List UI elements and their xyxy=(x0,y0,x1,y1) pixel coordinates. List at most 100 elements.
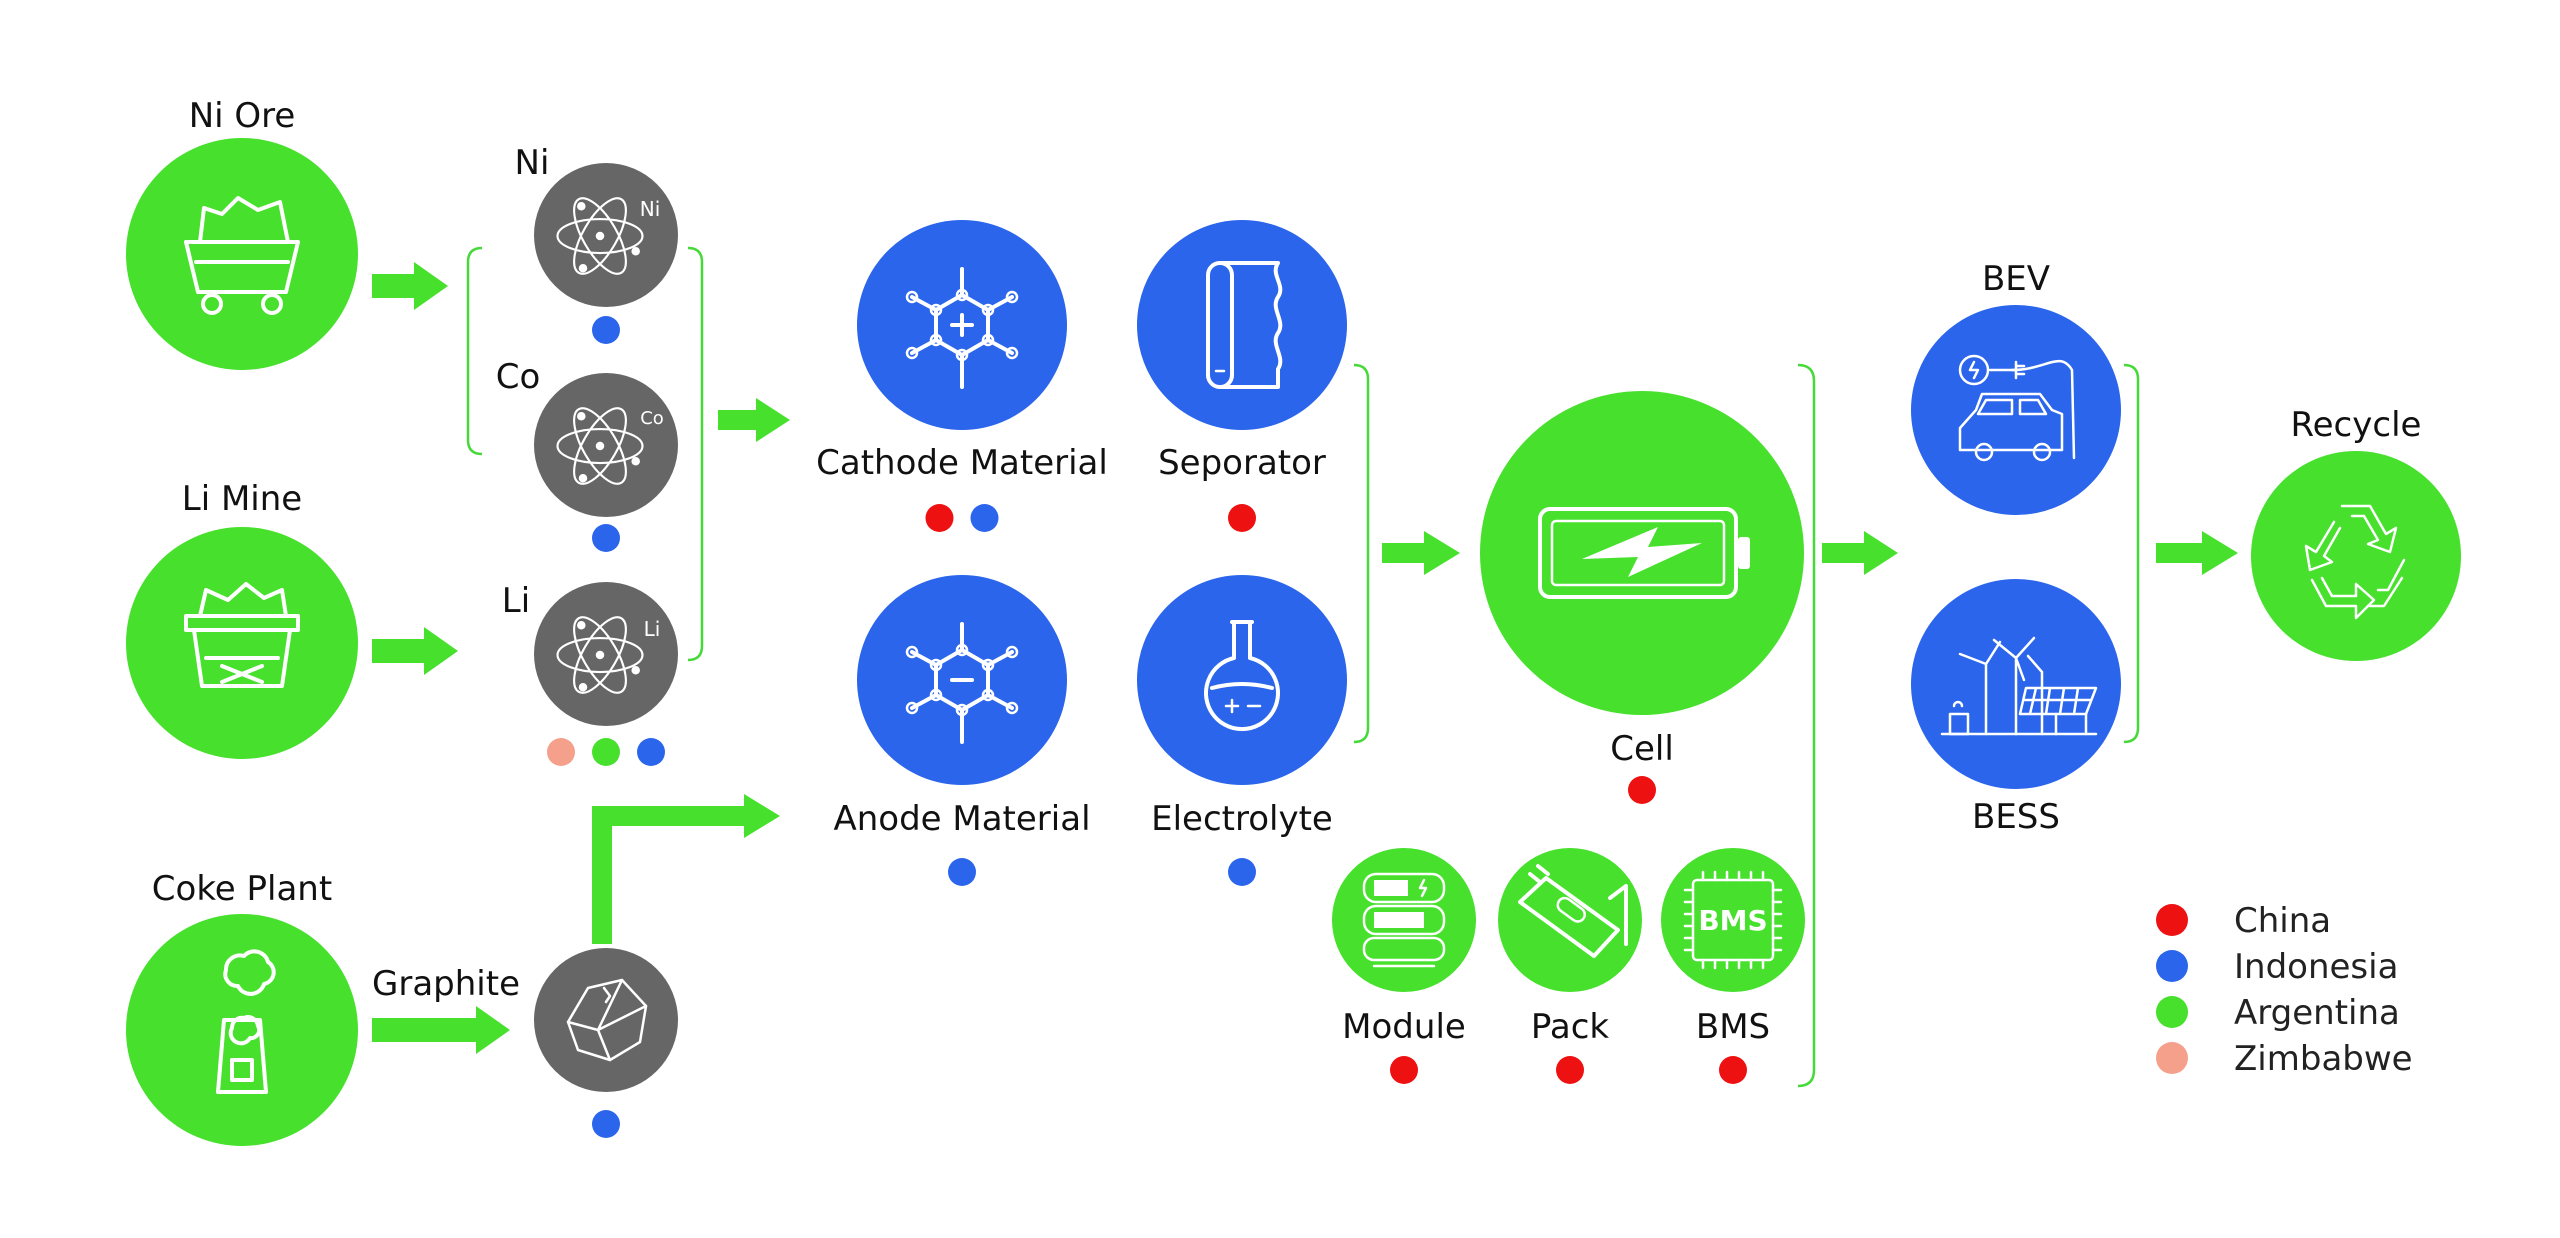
country-dots-layer xyxy=(547,316,1747,1138)
node-cathode: Cathode Material xyxy=(816,220,1108,483)
bracket-ni-co-left xyxy=(466,246,483,456)
li-indonesia-dot xyxy=(637,738,665,766)
li-mine-circle xyxy=(126,527,358,759)
node-bev: BEV xyxy=(1911,259,2121,515)
bev-label: BEV xyxy=(1982,259,2050,299)
bess-label: BESS xyxy=(1972,797,2060,837)
module-icon xyxy=(1362,872,1446,968)
node-ni: Ni Ni xyxy=(515,143,678,307)
ni-circle xyxy=(534,163,678,307)
battery-pack-icon xyxy=(1518,864,1628,958)
mine-cart-icon xyxy=(184,582,300,688)
cathode-indonesia-dot xyxy=(970,504,999,532)
arrow-cell-to-products xyxy=(1822,531,1898,575)
graphite-circle xyxy=(534,948,678,1092)
node-electrolyte: Electrolyte xyxy=(1137,575,1347,839)
cathode-label: Cathode Material xyxy=(816,443,1108,483)
recycle-icon xyxy=(2304,504,2406,620)
co-label: Co xyxy=(496,357,541,397)
node-ni-ore: Ni Ore xyxy=(126,96,358,370)
bracket-materials-right xyxy=(1353,363,1370,744)
graphite-label: Graphite xyxy=(372,964,520,1004)
wind-solar-icon xyxy=(1940,636,2098,736)
legend-indonesia-label: Indonesia xyxy=(2234,947,2398,987)
node-graphite: Graphite xyxy=(372,948,678,1092)
pack-label: Pack xyxy=(1531,1007,1610,1047)
node-recycle: Recycle xyxy=(2251,405,2461,661)
arrows xyxy=(372,262,2238,1054)
bms-circle xyxy=(1661,848,1805,992)
separator-china-dot xyxy=(1228,504,1256,532)
electrolyte-indonesia-dot xyxy=(1228,858,1256,886)
legend-zimbabwe-label: Zimbabwe xyxy=(2234,1039,2413,1079)
flask-icon xyxy=(1204,620,1280,732)
node-li-mine: Li Mine xyxy=(126,479,358,759)
node-co: Co Co xyxy=(496,357,678,517)
battery-icon xyxy=(1538,507,1750,599)
separator-label: Seporator xyxy=(1158,443,1326,483)
co-symbol: Co xyxy=(640,408,664,429)
ni-indonesia-dot xyxy=(592,316,620,344)
anode-indonesia-dot xyxy=(948,858,976,886)
node-bms: BMS BMS xyxy=(1661,848,1805,1047)
legend-argentina-label: Argentina xyxy=(2234,993,2400,1033)
anode-label: Anode Material xyxy=(833,799,1090,839)
ni-symbol: Ni xyxy=(640,197,661,221)
separator-circle xyxy=(1137,220,1347,430)
coke-plant-circle xyxy=(126,914,358,1146)
bracket-products-right xyxy=(2123,363,2140,744)
li-mine-label: Li Mine xyxy=(182,479,302,519)
coke-plant-label: Coke Plant xyxy=(152,869,332,909)
node-pack: Pack xyxy=(1498,848,1642,1047)
arrow-graphite-to-anode xyxy=(592,794,780,944)
li-circle xyxy=(534,582,678,726)
bracket-metals-right xyxy=(687,246,704,662)
node-module: Module xyxy=(1332,848,1476,1047)
cell-china-dot xyxy=(1628,776,1656,804)
bms-chip-text: BMS xyxy=(1698,904,1767,937)
recycle-label: Recycle xyxy=(2291,405,2422,445)
node-li: Li Li xyxy=(502,581,678,726)
legend-zimbabwe-swatch xyxy=(2156,1042,2188,1074)
rock-icon xyxy=(566,978,648,1062)
factory-chimney-icon xyxy=(216,949,276,1094)
li-argentina-dot xyxy=(592,738,620,766)
molecule-minus-icon xyxy=(905,622,1019,744)
li-label: Li xyxy=(502,581,530,621)
graphite-indonesia-dot xyxy=(592,1110,620,1138)
arrow-niore-to-ni xyxy=(372,262,448,310)
module-china-dot xyxy=(1390,1056,1418,1084)
legend-argentina-swatch xyxy=(2156,996,2188,1028)
ni-ore-circle xyxy=(126,138,358,370)
legend-china-label: China xyxy=(2234,901,2331,941)
electrolyte-label: Electrolyte xyxy=(1151,799,1333,839)
module-label: Module xyxy=(1342,1007,1466,1047)
bms-china-dot xyxy=(1719,1056,1747,1084)
co-circle xyxy=(534,373,678,517)
chip-icon: BMS xyxy=(1683,870,1783,970)
recycle-circle xyxy=(2251,451,2461,661)
ni-label: Ni xyxy=(515,143,550,183)
bms-label: BMS xyxy=(1696,1007,1770,1047)
legend-china-swatch xyxy=(2156,904,2188,936)
bev-circle xyxy=(1911,305,2121,515)
bracket-cell-right xyxy=(1797,363,1816,1088)
node-bess: BESS xyxy=(1911,579,2121,837)
legend-indonesia-swatch xyxy=(2156,950,2188,982)
arrow-materials-to-cell xyxy=(1382,531,1460,575)
cathode-china-dot xyxy=(925,504,954,532)
pack-china-dot xyxy=(1556,1056,1584,1084)
pack-circle xyxy=(1498,848,1642,992)
mine-cart-icon xyxy=(184,196,300,315)
node-coke-plant: Coke Plant xyxy=(126,869,358,1146)
li-symbol: Li xyxy=(644,617,661,641)
node-separator: Seporator xyxy=(1137,220,1347,483)
co-indonesia-dot xyxy=(592,524,620,552)
cell-label: Cell xyxy=(1610,729,1674,769)
li-zimbabwe-dot xyxy=(547,738,575,766)
node-cell: Cell xyxy=(1480,391,1804,769)
ev-charging-icon xyxy=(1958,354,2076,462)
electrolyte-circle xyxy=(1137,575,1347,785)
molecule-plus-icon xyxy=(905,267,1019,389)
